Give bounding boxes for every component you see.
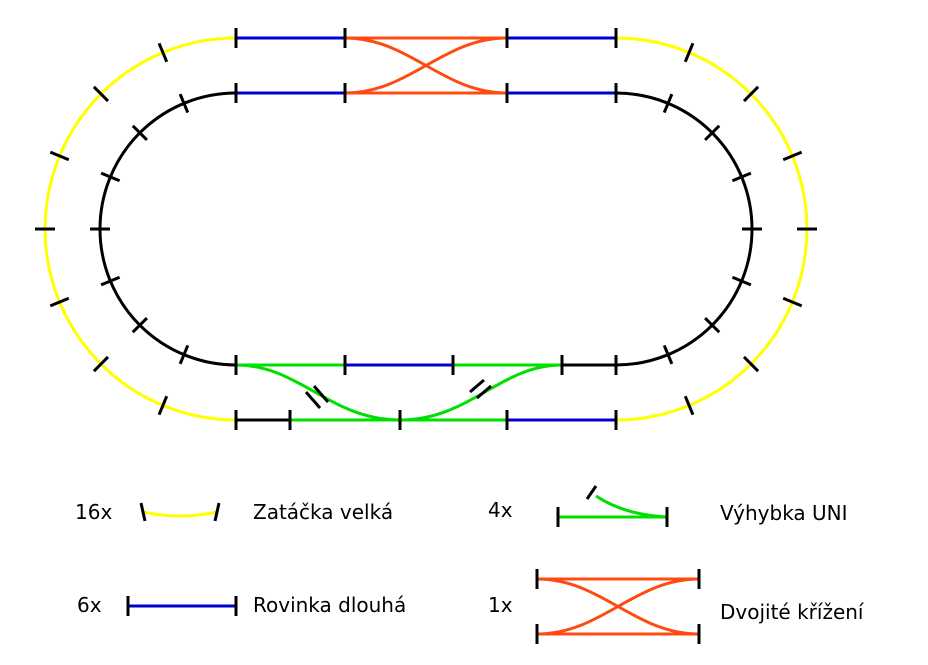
- rail-joint: [662, 344, 674, 365]
- outer-loop: [43, 36, 809, 422]
- rail-joint: [49, 296, 70, 308]
- rail-joint: [92, 355, 110, 373]
- rail-joint: [100, 275, 121, 287]
- legend-straight-count: 6x: [77, 593, 102, 617]
- inner-right-curve: [615, 91, 754, 367]
- rail-joint: [178, 93, 190, 114]
- rail-joint: [157, 42, 169, 63]
- legend-crossing-sample: [535, 569, 701, 644]
- rail-joint: [704, 124, 721, 141]
- legend-curve-label: Zatáčka velká: [253, 500, 393, 524]
- rail-joint: [131, 317, 148, 334]
- legend-crossing-label: Dvojité křížení: [720, 600, 865, 624]
- rail-joint: [731, 275, 752, 287]
- rail-joint: [92, 85, 110, 103]
- inner-loop: [98, 91, 754, 367]
- rail-joint: [731, 171, 752, 183]
- inner-left-curve: [98, 91, 237, 367]
- rail-joint: [683, 395, 695, 416]
- rail-joint: [782, 150, 803, 162]
- rail-joint: [704, 317, 721, 334]
- legend-turnout-label: Výhybka UNI: [720, 501, 848, 525]
- rail-joint: [742, 355, 760, 373]
- rail-joint: [683, 42, 695, 63]
- legend: 16x Zatáčka velká 6x Rovinka dlouhá 4x V…: [75, 485, 865, 644]
- rail-joint: [131, 124, 148, 141]
- legend-turnout-count: 4x: [488, 498, 513, 522]
- rail-joints: [234, 28, 618, 430]
- legend-turnout-sample: [556, 485, 669, 527]
- rail-joint: [782, 296, 803, 308]
- curve-joints: [35, 28, 817, 430]
- double-crossing: [344, 36, 508, 95]
- legend-crossing-count: 1x: [488, 593, 513, 617]
- rail-joint: [178, 344, 190, 365]
- legend-curve-sample: [142, 510, 218, 518]
- legend-curve-count: 16x: [75, 500, 112, 524]
- rail-joint: [49, 150, 70, 162]
- rail-joint: [157, 395, 169, 416]
- rail-joint: [100, 171, 121, 183]
- legend-straight-label: Rovinka dlouhá: [253, 593, 406, 617]
- rail-joint: [742, 85, 760, 103]
- rail-joint: [662, 93, 674, 114]
